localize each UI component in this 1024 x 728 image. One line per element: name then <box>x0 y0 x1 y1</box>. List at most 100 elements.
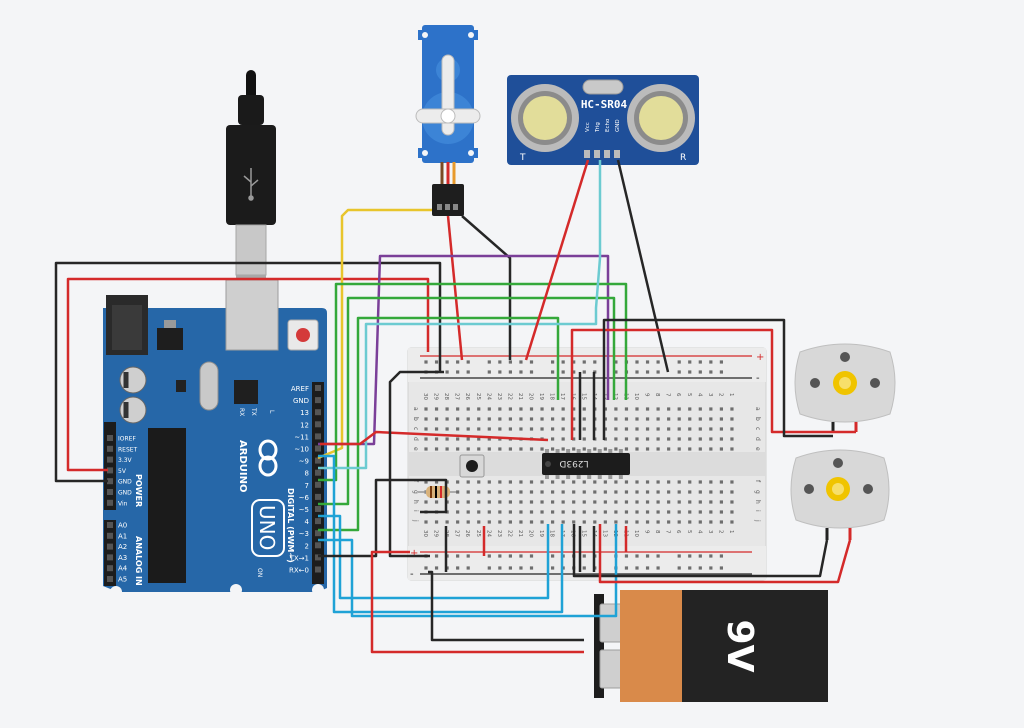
breadboard-hole[interactable] <box>551 500 555 504</box>
breadboard-hole[interactable] <box>456 500 460 504</box>
breadboard-hole[interactable] <box>603 490 607 494</box>
wire-green[interactable] <box>318 282 628 482</box>
breadboard-hole[interactable] <box>477 520 481 524</box>
breadboard-hole[interactable] <box>434 427 439 431</box>
breadboard-hole[interactable] <box>698 566 702 570</box>
breadboard-hole[interactable] <box>614 437 618 441</box>
breadboard-hole[interactable] <box>656 360 660 364</box>
breadboard-hole[interactable] <box>614 520 618 524</box>
breadboard-hole[interactable] <box>561 447 565 451</box>
breadboard-hole[interactable] <box>498 510 502 514</box>
breadboard-hole[interactable] <box>445 437 449 441</box>
breadboard-hole[interactable] <box>498 427 502 431</box>
breadboard-hole[interactable] <box>466 554 470 558</box>
breadboard-hole[interactable] <box>719 427 723 431</box>
breadboard-hole[interactable] <box>529 447 534 451</box>
breadboard-hole[interactable] <box>434 447 439 451</box>
breadboard-hole[interactable] <box>466 360 470 364</box>
breadboard-hole[interactable] <box>582 427 586 431</box>
breadboard-hole[interactable] <box>667 510 671 514</box>
breadboard-hole[interactable] <box>551 490 555 494</box>
breadboard-hole[interactable] <box>498 407 502 411</box>
breadboard-hole[interactable] <box>677 447 681 451</box>
breadboard-hole[interactable] <box>508 510 512 514</box>
breadboard-hole[interactable] <box>656 520 660 524</box>
breadboard-hole[interactable] <box>498 480 502 484</box>
breadboard-hole[interactable] <box>688 437 692 441</box>
breadboard-hole[interactable] <box>477 447 481 451</box>
breadboard-hole[interactable] <box>487 417 491 421</box>
breadboard-hole[interactable] <box>614 407 618 411</box>
breadboard-hole[interactable] <box>719 370 723 374</box>
breadboard-hole[interactable] <box>424 417 428 421</box>
breadboard-hole[interactable] <box>477 510 481 514</box>
breadboard-hole[interactable] <box>719 447 723 451</box>
breadboard-hole[interactable] <box>593 447 597 451</box>
breadboard-hole[interactable] <box>529 566 534 570</box>
breadboard-hole[interactable] <box>624 500 629 504</box>
wire-blue[interactable] <box>318 454 564 614</box>
breadboard-hole[interactable] <box>582 510 586 514</box>
power-pin[interactable] <box>107 445 113 452</box>
breadboard-hole[interactable] <box>582 490 586 494</box>
breadboard-hole[interactable] <box>656 407 660 411</box>
breadboard-hole[interactable] <box>719 566 723 570</box>
breadboard-hole[interactable] <box>572 407 576 411</box>
breadboard-hole[interactable] <box>698 417 702 421</box>
digital-pin[interactable] <box>315 554 321 561</box>
breadboard-hole[interactable] <box>656 480 660 484</box>
breadboard-hole[interactable] <box>603 480 607 484</box>
breadboard-hole[interactable] <box>719 437 723 441</box>
arduino-header-pins[interactable] <box>107 385 321 582</box>
breadboard-hole[interactable] <box>730 407 734 411</box>
breadboard-hole[interactable] <box>709 447 713 451</box>
breadboard-hole[interactable] <box>487 407 491 411</box>
breadboard-hole[interactable] <box>456 520 460 524</box>
breadboard-hole[interactable] <box>645 447 650 451</box>
breadboard-hole[interactable] <box>698 447 702 451</box>
breadboard-hole[interactable] <box>709 490 713 494</box>
breadboard-hole[interactable] <box>582 447 586 451</box>
breadboard-hole[interactable] <box>456 370 460 374</box>
breadboard-hole[interactable] <box>529 370 534 374</box>
breadboard-hole[interactable] <box>508 554 512 558</box>
breadboard-hole[interactable] <box>730 447 734 451</box>
breadboard-hole[interactable] <box>434 407 439 411</box>
breadboard-hole[interactable] <box>624 490 629 494</box>
breadboard-hole[interactable] <box>688 566 692 570</box>
breadboard-hole[interactable] <box>688 417 692 421</box>
breadboard-hole[interactable] <box>540 520 544 524</box>
breadboard-hole[interactable] <box>445 520 449 524</box>
breadboard-hole[interactable] <box>645 480 650 484</box>
breadboard-hole[interactable] <box>466 447 470 451</box>
wire-black[interactable] <box>572 524 829 578</box>
breadboard-hole[interactable] <box>498 554 502 558</box>
breadboard-hole[interactable] <box>519 427 523 431</box>
breadboard-hole[interactable] <box>572 480 576 484</box>
breadboard-hole[interactable] <box>624 510 629 514</box>
breadboard-hole[interactable] <box>456 427 460 431</box>
breadboard-hole[interactable] <box>519 407 523 411</box>
breadboard-hole[interactable] <box>614 447 618 451</box>
breadboard-hole[interactable] <box>635 407 639 411</box>
analog-pin[interactable] <box>107 532 113 539</box>
breadboard-hole[interactable] <box>529 417 534 421</box>
breadboard-hole[interactable] <box>614 480 618 484</box>
breadboard-hole[interactable] <box>561 370 565 374</box>
breadboard-hole[interactable] <box>635 427 639 431</box>
breadboard-hole[interactable] <box>603 407 607 411</box>
power-pin[interactable] <box>107 456 113 463</box>
analog-pin[interactable] <box>107 554 113 561</box>
breadboard-hole[interactable] <box>656 554 660 558</box>
breadboard-hole[interactable] <box>487 490 491 494</box>
breadboard-hole[interactable] <box>645 417 650 421</box>
breadboard-hole[interactable] <box>719 480 723 484</box>
breadboard-hole[interactable] <box>709 500 713 504</box>
breadboard-hole[interactable] <box>677 554 681 558</box>
breadboard-jumpers[interactable] <box>444 372 628 572</box>
breadboard-hole[interactable] <box>709 360 713 364</box>
breadboard-hole[interactable] <box>540 407 544 411</box>
breadboard-hole[interactable] <box>688 427 692 431</box>
breadboard-hole[interactable] <box>424 480 428 484</box>
breadboard-hole[interactable] <box>487 370 491 374</box>
